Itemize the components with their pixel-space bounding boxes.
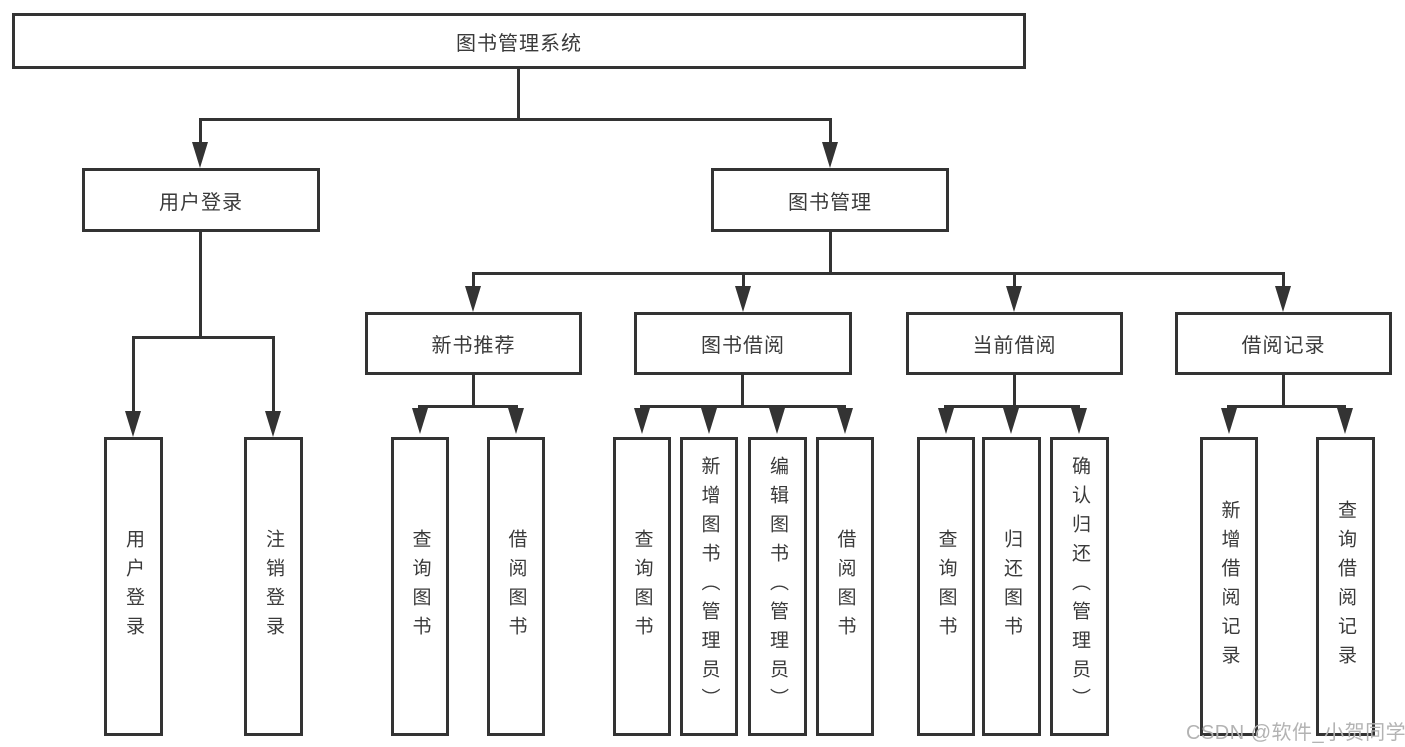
leaf-borrow-books-1-label: 借阅图书 <box>505 528 527 645</box>
arrowhead-icon <box>837 408 853 434</box>
connector-hline <box>199 118 831 121</box>
arrowhead-icon <box>701 408 717 434</box>
leaf-query-books-2-label: 查询图书 <box>631 528 653 645</box>
arrowhead-icon <box>938 408 954 434</box>
leaf-add-borrow-record: 新增借阅记录 <box>1200 437 1258 736</box>
arrowhead-icon <box>634 408 650 434</box>
arrowhead-icon <box>822 142 838 168</box>
node-root-label: 图书管理系统 <box>456 32 582 55</box>
connector-vline <box>1013 375 1016 407</box>
arrowhead-icon <box>769 408 785 434</box>
connector-hline <box>640 405 846 408</box>
arrowhead-icon <box>735 286 751 312</box>
leaf-query-books-2: 查询图书 <box>613 437 671 736</box>
arrowhead-icon <box>265 411 281 437</box>
arrowhead-icon <box>508 408 524 434</box>
leaf-add-books-admin-label: 新增图书（管理员） <box>698 456 720 717</box>
connector-vline <box>1282 272 1285 288</box>
connector-hline <box>472 272 1285 275</box>
leaf-logout: 注销登录 <box>244 437 303 736</box>
leaf-return-books-label: 归还图书 <box>1001 528 1022 645</box>
connector-vline <box>472 272 475 288</box>
node-book-borrow-label: 图书借阅 <box>701 335 785 357</box>
leaf-confirm-return-admin-label: 确认归还（管理员） <box>1069 456 1090 717</box>
leaf-logout-label: 注销登录 <box>263 528 284 645</box>
connector-vline <box>742 272 745 288</box>
leaf-query-books-3: 查询图书 <box>917 437 975 736</box>
connector-vline <box>829 118 832 144</box>
node-current-borrow: 当前借阅 <box>906 312 1123 375</box>
connector-vline <box>199 232 202 339</box>
connector-vline <box>741 375 744 407</box>
leaf-add-borrow-record-label: 新增借阅记录 <box>1218 499 1240 674</box>
leaf-borrow-books-2-label: 借阅图书 <box>834 528 856 645</box>
node-root: 图书管理系统 <box>12 13 1026 69</box>
leaf-add-books-admin: 新增图书（管理员） <box>680 437 738 736</box>
leaf-edit-books-admin-label: 编辑图书（管理员） <box>767 456 788 717</box>
arrowhead-icon <box>1337 408 1353 434</box>
connector-hline <box>418 405 518 408</box>
node-user-login-label: 用户登录 <box>159 191 243 214</box>
leaf-return-books: 归还图书 <box>982 437 1041 736</box>
arrowhead-icon <box>465 286 481 312</box>
leaf-query-books-1-label: 查询图书 <box>409 528 431 645</box>
connector-hline <box>132 336 275 339</box>
connector-hline <box>944 405 1080 408</box>
arrowhead-icon <box>1221 408 1237 434</box>
node-book-borrow: 图书借阅 <box>634 312 852 375</box>
node-new-book-recommend: 新书推荐 <box>365 312 582 375</box>
node-borrow-record: 借阅记录 <box>1175 312 1392 375</box>
connector-vline <box>829 232 832 274</box>
leaf-edit-books-admin: 编辑图书（管理员） <box>748 437 807 736</box>
csdn-watermark: CSDN @软件_小贺同学 <box>1186 722 1405 744</box>
leaf-user-login: 用户登录 <box>104 437 163 736</box>
connector-vline <box>517 68 520 120</box>
leaf-confirm-return-admin: 确认归还（管理员） <box>1050 437 1109 736</box>
arrowhead-icon <box>1275 286 1291 312</box>
arrowhead-icon <box>192 142 208 168</box>
node-book-management: 图书管理 <box>711 168 949 232</box>
leaf-user-login-label: 用户登录 <box>123 528 144 645</box>
arrowhead-icon <box>1003 408 1019 434</box>
leaf-query-books-3-label: 查询图书 <box>935 528 957 645</box>
arrowhead-icon <box>1071 408 1087 434</box>
connector-vline <box>1013 272 1016 288</box>
connector-vline <box>1282 375 1285 407</box>
arrowhead-icon <box>412 408 428 434</box>
leaf-query-borrow-record: 查询借阅记录 <box>1316 437 1375 736</box>
leaf-query-borrow-record-label: 查询借阅记录 <box>1335 499 1356 674</box>
node-current-borrow-label: 当前借阅 <box>972 335 1057 357</box>
connector-hline <box>1227 405 1346 408</box>
leaf-borrow-books-1: 借阅图书 <box>487 437 545 736</box>
leaf-query-books-1: 查询图书 <box>391 437 449 736</box>
node-new-book-recommend-label: 新书推荐 <box>431 335 516 357</box>
arrowhead-icon <box>1006 286 1022 312</box>
node-book-management-label: 图书管理 <box>788 191 872 214</box>
connector-vline <box>199 118 202 144</box>
connector-vline <box>272 336 275 412</box>
node-borrow-record-label: 借阅记录 <box>1241 335 1326 357</box>
connector-vline <box>132 336 135 412</box>
arrowhead-icon <box>125 411 141 437</box>
connector-vline <box>472 375 475 407</box>
leaf-borrow-books-2: 借阅图书 <box>816 437 874 736</box>
node-user-login: 用户登录 <box>82 168 320 232</box>
